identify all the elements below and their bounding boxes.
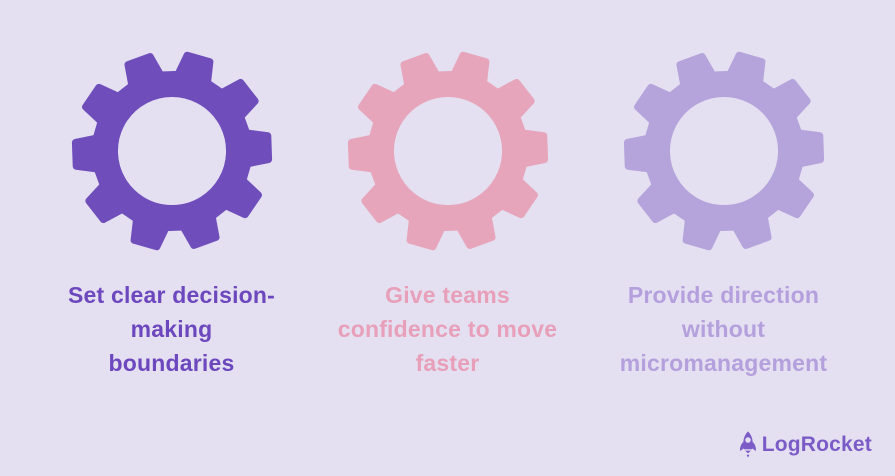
card-team-confidence: Give teams confidence to move faster [330, 50, 565, 380]
card-caption: Set clear decision- making boundaries [68, 278, 275, 380]
logo-text: LogRocket [761, 433, 872, 456]
caption-line: faster [415, 350, 480, 376]
rocket-left-fin [739, 441, 744, 451]
caption-line: without [681, 316, 766, 342]
gear-shape [347, 51, 548, 251]
gear-icon [71, 51, 272, 251]
gear-icon [623, 51, 824, 251]
rocket-right-fin [751, 441, 756, 451]
logrocket-logo: LogRocket [737, 430, 872, 460]
cards-row: Set clear decision- making boundaries Gi… [54, 50, 841, 380]
rocket-flame [746, 454, 750, 458]
rocket-icon [739, 431, 756, 458]
card-caption: Provide direction without micromanagemen… [620, 278, 828, 380]
caption-line: Give teams [385, 282, 510, 308]
gear-icon [347, 51, 548, 251]
caption-line: Provide direction [627, 282, 820, 308]
card-direction-without-micromanagement: Provide direction without micromanagemen… [606, 50, 841, 380]
card-decision-boundaries: Set clear decision- making boundaries [54, 50, 289, 380]
card-caption: Give teams confidence to move faster [338, 278, 558, 380]
caption-line: making [130, 316, 213, 342]
caption-line: micromanagement [619, 350, 828, 376]
rocket-window [744, 437, 751, 443]
caption-line: confidence to move [337, 316, 558, 342]
caption-line: Set clear decision- [67, 282, 276, 308]
gear-shape [71, 51, 272, 251]
caption-line: boundaries [108, 350, 235, 376]
rocket-nozzle [744, 450, 751, 454]
gear-shape [623, 51, 824, 251]
